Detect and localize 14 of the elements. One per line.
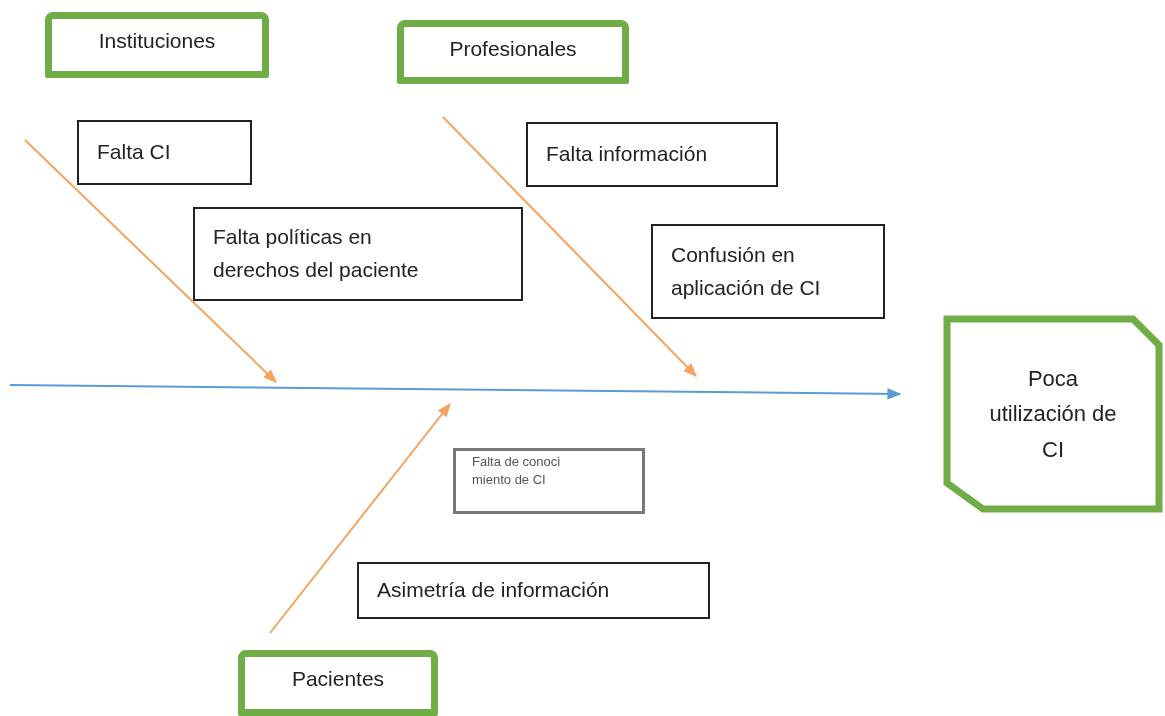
cause-box: Asimetría de información — [357, 562, 710, 619]
arrow — [269, 402, 451, 634]
cause-box: Falta políticas en derechos del paciente — [193, 207, 523, 301]
cause-box: Falta CI — [77, 120, 252, 185]
category-box: Profesionales — [397, 20, 629, 84]
category-box: Instituciones — [45, 12, 269, 78]
cause-box: Falta información — [526, 122, 778, 187]
effect-box: Poca utilización de CI — [943, 315, 1163, 513]
category-box: Pacientes — [238, 650, 438, 716]
arrow — [9, 384, 902, 400]
cause-box: Falta de conocimiento de CI — [453, 448, 645, 514]
arrow — [24, 139, 277, 383]
arrow — [442, 116, 697, 377]
cause-box: Confusión en aplicación de CI — [651, 224, 885, 319]
